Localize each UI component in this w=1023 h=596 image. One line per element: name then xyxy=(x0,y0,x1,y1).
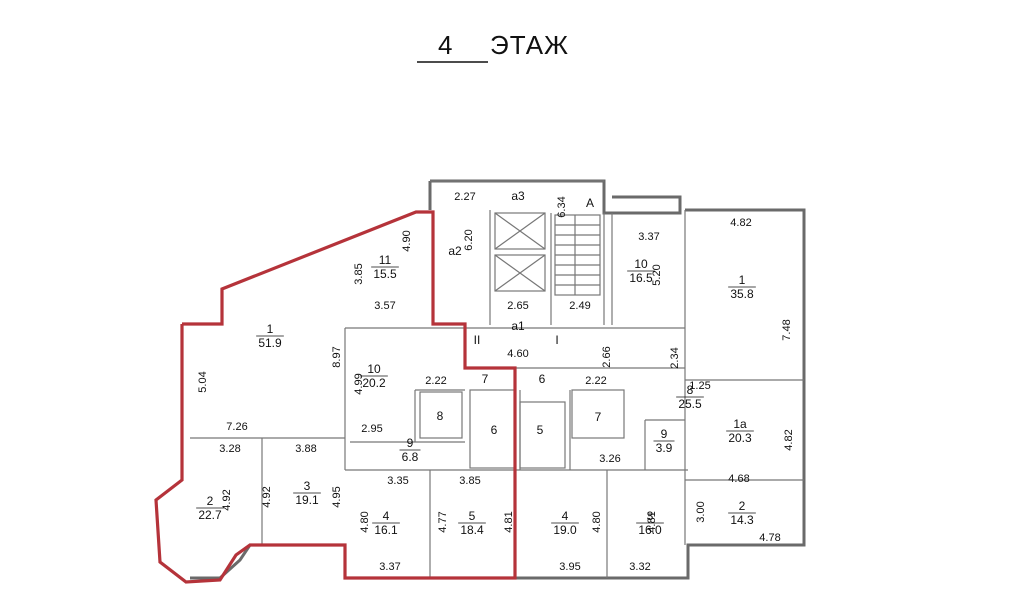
dimension-label: 3.88 xyxy=(295,443,316,455)
dimension-label: 3.95 xyxy=(559,561,580,573)
room-area: 51.9 xyxy=(258,336,282,350)
room-number: 1 xyxy=(739,273,746,287)
dimension-label: 2.22 xyxy=(425,375,446,387)
floor-word: ЭТАЖ xyxy=(490,30,569,60)
dimension-label: 4.92 xyxy=(261,486,273,507)
dimension-label: 4.68 xyxy=(728,473,749,485)
dimension-label: 7.26 xyxy=(226,421,247,433)
dimension-label: 4.82 xyxy=(730,217,751,229)
room-number: 11 xyxy=(379,253,392,267)
dimension-label: 3.85 xyxy=(459,475,480,487)
label-a1: а1 xyxy=(511,319,525,333)
dimension-label: 4.60 xyxy=(507,348,528,360)
room-number: 10 xyxy=(367,362,381,376)
dimension-label: 3.35 xyxy=(387,475,408,487)
label-b6b: 6 xyxy=(491,423,498,437)
room-number: 4 xyxy=(562,509,569,523)
room-number: 9 xyxy=(407,436,414,450)
room-number: 10 xyxy=(634,257,648,271)
room-number: 2 xyxy=(207,494,214,508)
dimension-labels: 7.26 3.28 3.88 4.92 4.92 4.95 5.04 8.97 4.99 2.95… xyxy=(197,191,795,573)
dimension-label: 1.25 xyxy=(689,380,710,392)
room-area: 22.7 xyxy=(198,508,222,522)
dimension-label: 6.34 xyxy=(556,196,568,217)
room-area: 14.3 xyxy=(730,513,754,527)
dimension-label: 3.00 xyxy=(695,501,707,522)
dimension-label: 2.27 xyxy=(454,191,475,203)
dimension-label: 2.95 xyxy=(361,423,382,435)
room-area: 35.8 xyxy=(730,287,754,301)
room-area: 15.5 xyxy=(373,267,397,281)
room-number: 4 xyxy=(383,509,390,523)
building-walls xyxy=(190,179,806,580)
room-area: 19.1 xyxy=(295,493,319,507)
dimension-label: 4.95 xyxy=(331,486,343,507)
elevator-shafts xyxy=(494,212,546,292)
room-number: 5 xyxy=(469,509,476,523)
dimension-label: 3.57 xyxy=(374,300,395,312)
label-a3: а3 xyxy=(511,189,525,203)
floor-number: 4 xyxy=(438,30,453,60)
dimension-label: 3.37 xyxy=(379,561,400,573)
dimension-label: 3.26 xyxy=(599,453,620,465)
dimension-label: 2.65 xyxy=(507,300,528,312)
room-area: 16.5 xyxy=(629,271,653,285)
dimension-label: 5.04 xyxy=(197,371,209,392)
label-A: А xyxy=(586,196,594,210)
room-number: 1а xyxy=(733,417,747,431)
label-b8: 8 xyxy=(437,409,444,423)
dimension-label: 3.28 xyxy=(219,443,240,455)
dimension-label: 4.81 xyxy=(646,511,658,532)
floor-title: 4 ЭТАЖ xyxy=(417,30,569,63)
room-number: 8 xyxy=(687,383,694,397)
dimension-label: 4.80 xyxy=(359,511,371,532)
dimension-label: 2.22 xyxy=(585,375,606,387)
label-b6a: 6 xyxy=(539,372,546,386)
dimension-label: 4.99 xyxy=(353,373,365,394)
dimension-label: 2.49 xyxy=(569,300,590,312)
dimension-label: 6.20 xyxy=(463,229,475,250)
room-number: 1 xyxy=(267,322,274,336)
room-area: 16.1 xyxy=(374,523,398,537)
dimension-label: 4.77 xyxy=(437,511,449,532)
room-labels: 151.9222.7319.1416.1518.496.81020.21115.… xyxy=(196,253,756,537)
dimension-label: 5.20 xyxy=(651,264,663,285)
dimension-label: 2.34 xyxy=(669,347,681,368)
dimension-label: 4.92 xyxy=(221,489,233,510)
dimension-label: 2.66 xyxy=(601,346,613,367)
room-area: 3.9 xyxy=(656,441,673,455)
label-a2: а2 xyxy=(448,244,462,258)
label-I: I xyxy=(555,333,558,347)
dimension-label: 3.37 xyxy=(638,231,659,243)
dimension-label: 4.78 xyxy=(759,532,780,544)
room-area: 18.4 xyxy=(460,523,484,537)
room-area: 16.0 xyxy=(638,523,662,537)
dimension-label: 4.80 xyxy=(591,511,603,532)
room-area: 20.3 xyxy=(728,431,752,445)
label-b7a: 7 xyxy=(482,372,489,386)
dimension-label: 4.81 xyxy=(503,511,515,532)
dimension-label: 4.82 xyxy=(783,429,795,450)
room-number: 9 xyxy=(661,427,668,441)
label-b5: 5 xyxy=(537,423,544,437)
dimension-label: 7.48 xyxy=(781,319,793,340)
room-area: 6.8 xyxy=(402,450,419,464)
dimension-label: 3.32 xyxy=(629,561,650,573)
label-b7b: 7 xyxy=(595,410,602,424)
room-number: 3 xyxy=(304,479,311,493)
staircase xyxy=(554,214,601,296)
room-number: 2 xyxy=(739,499,746,513)
dimension-label: 4.90 xyxy=(401,230,413,251)
dimension-label: 3.85 xyxy=(353,263,365,284)
room-number: 3 xyxy=(647,509,654,523)
room-area: 25.5 xyxy=(678,397,702,411)
label-II: II xyxy=(474,333,481,347)
highlighted-apartment-outline xyxy=(154,210,517,584)
room-area: 19.0 xyxy=(553,523,577,537)
dimension-label: 8.97 xyxy=(331,346,343,367)
room-area: 20.2 xyxy=(362,376,386,390)
